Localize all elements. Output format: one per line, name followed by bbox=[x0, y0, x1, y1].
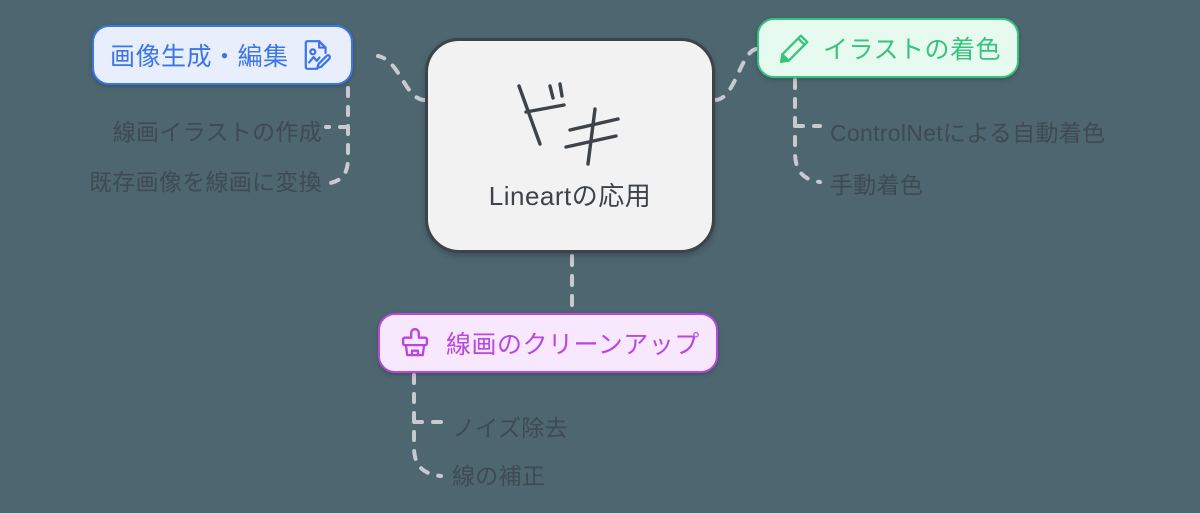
branch-label-illustration-coloring: イラストの着色 bbox=[823, 36, 1002, 64]
pencil-icon bbox=[775, 29, 813, 67]
leaf-item-image-2: 既存画像を線画に変換 bbox=[89, 169, 322, 195]
connector-image-children bbox=[323, 86, 350, 186]
connector-color-children bbox=[793, 78, 822, 184]
branch-node-illustration-coloring[interactable]: イラストの着色 bbox=[757, 18, 1020, 78]
branch-node-lineart-cleanup[interactable]: 線画のクリーンアップ bbox=[378, 313, 718, 373]
branch-node-image-generation[interactable]: 画像生成・編集 bbox=[92, 25, 353, 85]
branch-label-lineart-cleanup: 線画のクリーンアップ bbox=[446, 331, 700, 359]
central-node-label: Lineartの応用 bbox=[488, 181, 652, 211]
leaf-item-clean-1: ノイズ除去 bbox=[452, 415, 568, 441]
leaf-item-clean-2: 線の補正 bbox=[452, 463, 546, 489]
connector-center-to-image bbox=[376, 54, 427, 102]
branch-label-image-generation: 画像生成・編集 bbox=[110, 43, 289, 71]
brush-icon bbox=[396, 324, 434, 362]
connector-clean-children bbox=[412, 373, 443, 478]
connector-center-to-color bbox=[713, 47, 758, 102]
leaf-item-color-2: 手動着色 bbox=[830, 172, 924, 198]
image-document-edit-icon bbox=[297, 36, 335, 74]
handdrawn-doki-sketch-icon bbox=[517, 82, 620, 166]
leaf-item-color-1: ControlNetによる自動着色 bbox=[830, 120, 1106, 146]
central-node[interactable]: Lineartの応用 bbox=[425, 38, 715, 253]
leaf-item-image-1: 線画イラストの作成 bbox=[112, 119, 322, 145]
